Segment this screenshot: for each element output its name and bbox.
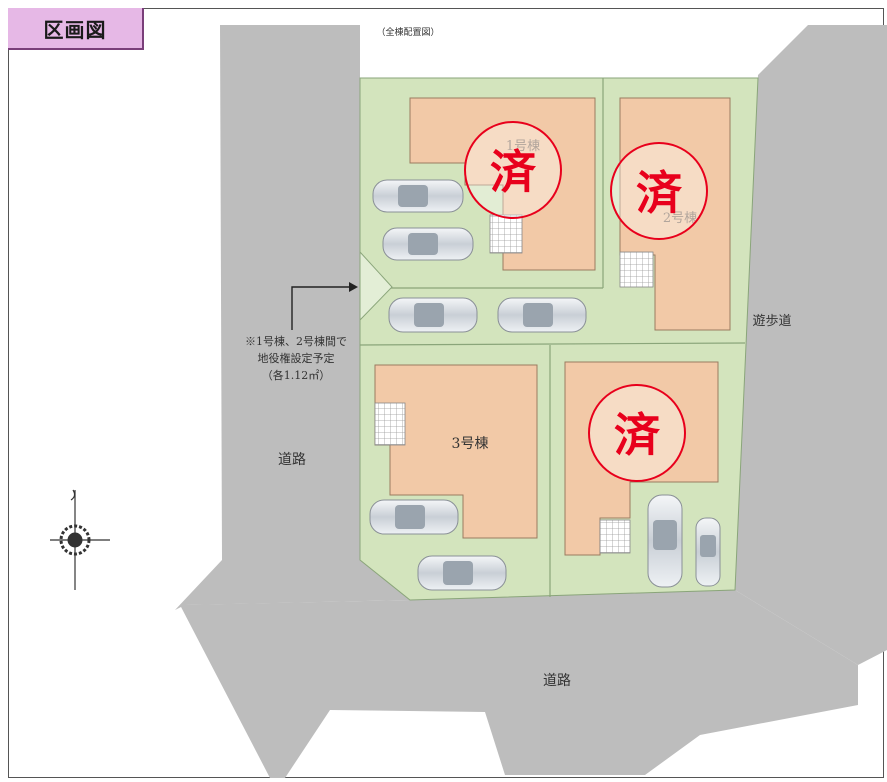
lot-2-label: 2号棟	[663, 211, 697, 226]
easement-notch	[359, 250, 393, 322]
terrace-lot-3	[374, 402, 406, 446]
terrace-lot-2	[619, 251, 654, 288]
note-line-1: ※1号棟、2号棟間で	[245, 334, 347, 348]
north-compass-icon	[50, 489, 110, 590]
east-walkway	[735, 25, 887, 665]
terrace-lot-4	[599, 519, 631, 554]
car	[647, 494, 683, 588]
house-lot-1	[409, 97, 596, 271]
note-line-2: 地役権設定予定	[258, 351, 335, 365]
lot-1-label: 1号棟	[506, 139, 540, 154]
sold-mark-lot-4: 済	[614, 408, 661, 462]
page-title-tab: 区画図	[8, 8, 144, 50]
car	[382, 227, 474, 261]
car	[695, 517, 721, 587]
car	[497, 297, 587, 333]
plan-subtitle: （全棟配置図）	[376, 26, 439, 38]
sold-stamp-lot-2	[610, 142, 708, 240]
east-walkway-label: 遊歩道	[752, 314, 791, 329]
sold-stamp-lot-1	[464, 121, 562, 219]
note-line-3: （各1.12㎡）	[262, 368, 331, 382]
car	[417, 555, 507, 591]
lot-3-label: 3号棟	[452, 436, 489, 452]
south-road-label: 道路	[543, 673, 571, 689]
south-road	[180, 590, 858, 778]
car	[372, 179, 464, 213]
lot-dividers	[359, 78, 746, 597]
car	[388, 297, 478, 333]
sold-stamp-lot-4	[588, 384, 686, 482]
note-arrow	[291, 286, 350, 330]
sold-mark-lot-2: 済	[636, 166, 683, 220]
arrow-head-icon	[349, 282, 358, 292]
terrace-lot-1	[489, 214, 523, 254]
sold-mark-lot-1: 済	[490, 145, 537, 199]
car	[369, 499, 459, 535]
west-road-label: 道路	[278, 452, 306, 468]
